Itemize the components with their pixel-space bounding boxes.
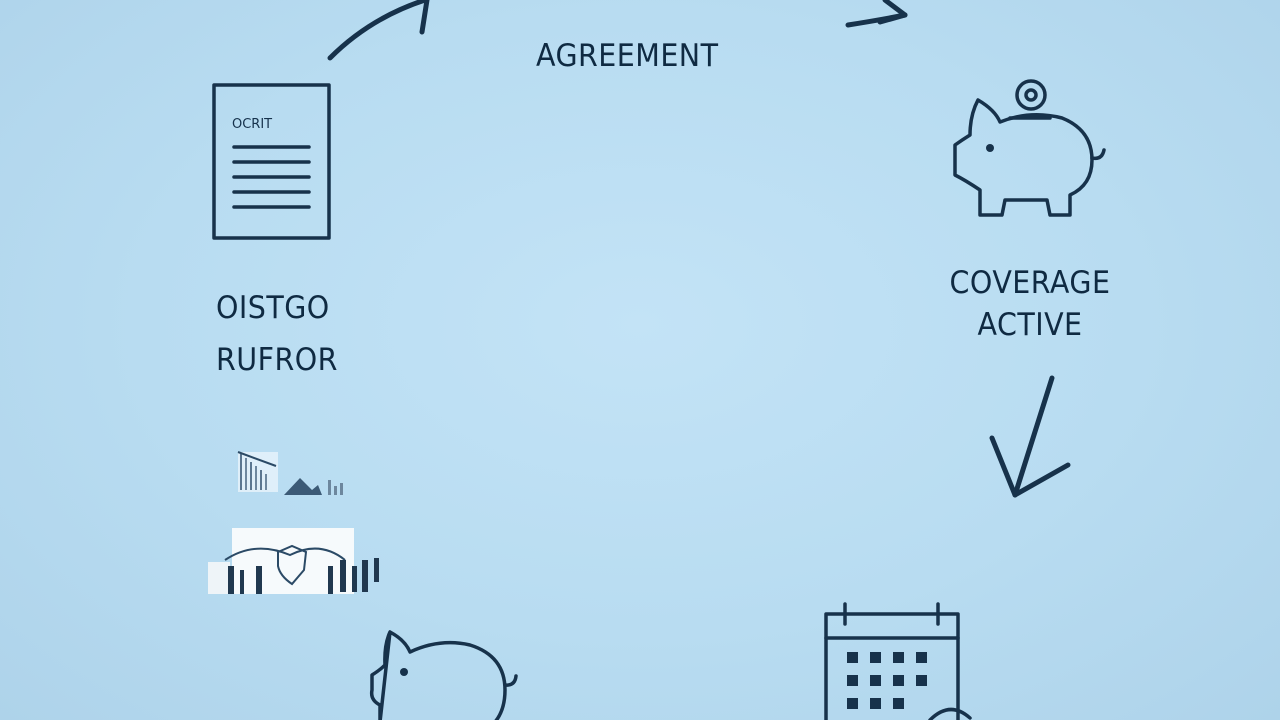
coverage-active-label: COVERAGE ACTIVE xyxy=(938,262,1122,346)
document-icon: OCRIT xyxy=(212,83,331,240)
left-stage-label-line1: OISTGO xyxy=(216,290,330,326)
left-stage-label-line2: RUFROR xyxy=(216,342,338,378)
shield-box-icon xyxy=(208,528,379,594)
coverage-label-line1: COVERAGE xyxy=(949,265,1111,301)
piggy-bank-icon xyxy=(369,630,518,720)
document-heading: OCRIT xyxy=(232,117,272,132)
arrow-top-left xyxy=(327,0,430,61)
calendar-icon xyxy=(824,602,972,720)
arrow-right-down xyxy=(989,375,1071,498)
arrow-top-right xyxy=(845,0,908,28)
left-stage-label: OISTGO RUFROR xyxy=(216,282,338,386)
piggy-bank-coin-icon xyxy=(953,79,1106,217)
agreement-label: AGREEMENT xyxy=(536,38,719,74)
bar-chart-icon xyxy=(237,451,343,495)
coverage-label-line2: ACTIVE xyxy=(977,307,1083,343)
